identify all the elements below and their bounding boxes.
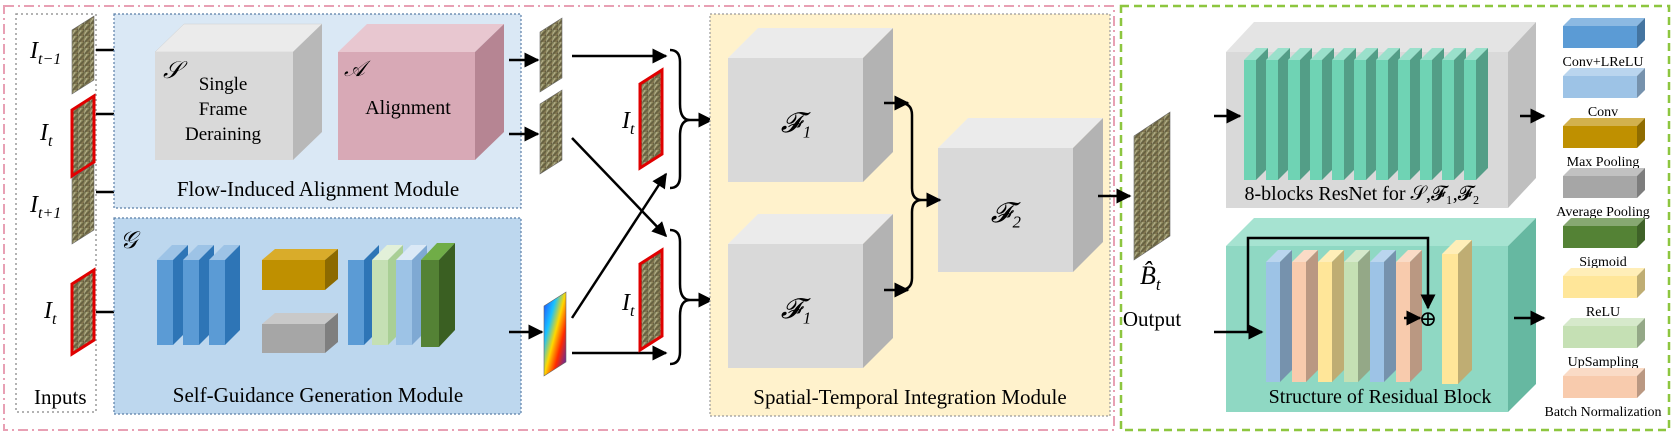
guidance-max-pooling	[262, 249, 338, 290]
output-caption: Output	[1123, 307, 1182, 331]
residual-layer	[1266, 250, 1292, 382]
detail-border	[1119, 4, 1671, 432]
resnet-block	[1464, 48, 1488, 180]
legend-label: UpSampling	[1568, 355, 1639, 370]
integration-module-caption: Spatial-Temporal Integration Module	[753, 385, 1066, 409]
f1-bottom-label: 𝓕₁	[781, 294, 811, 325]
guidance-module-caption: Self-Guidance Generation Module	[173, 383, 463, 407]
legend-swatch	[1563, 168, 1645, 198]
alignment-block	[338, 24, 504, 160]
legend-label: Sigmoid	[1579, 255, 1626, 270]
inputs-border	[15, 13, 97, 413]
f1-bottom-block	[728, 214, 893, 368]
residual-layers	[1266, 240, 1472, 384]
single-frame-line-2: Frame	[199, 99, 248, 120]
input-label-current: It	[39, 120, 53, 150]
arrow-map-to-top-group	[570, 172, 668, 319]
resnet-block	[1442, 48, 1466, 180]
single-frame-line-1: Single	[199, 74, 248, 95]
resnet-blocks	[1244, 48, 1488, 180]
inputs-caption: Inputs	[34, 385, 87, 409]
input-frame-current	[70, 93, 96, 179]
group-frame-current-top	[638, 67, 664, 171]
input-frame-current-guidance	[70, 267, 96, 357]
group-frame-current-bottom	[638, 247, 664, 353]
resnet-block	[1266, 48, 1290, 180]
resnet-block	[1288, 48, 1312, 180]
residual-layer	[1370, 250, 1396, 382]
aligned-frame-next	[539, 89, 563, 175]
resnet-block	[1332, 48, 1356, 180]
legend-swatch	[1563, 118, 1645, 148]
guidance-average-pooling	[262, 313, 338, 353]
f1-top-label: 𝓕₁	[781, 108, 811, 139]
residual-layer	[1318, 250, 1344, 382]
legend-label: Conv+LReLU	[1563, 55, 1644, 70]
single-frame-line-3: Deraining	[185, 124, 261, 145]
resnet-block	[1354, 48, 1378, 180]
legend-swatch	[1563, 18, 1645, 48]
alignment-label: Alignment	[365, 97, 451, 119]
legend-swatch	[1563, 268, 1645, 298]
resnet-block	[1398, 48, 1422, 180]
legend-swatch	[1563, 318, 1645, 348]
legend-swatch	[1563, 68, 1645, 98]
f1-top-block	[728, 28, 893, 182]
guidance-symbol: 𝒢	[120, 228, 141, 254]
aligned-frame-prev	[539, 17, 563, 93]
output-symbol: B̂t	[1140, 261, 1162, 294]
legend-label: Batch Normalization	[1544, 405, 1661, 420]
resnet-block	[1420, 48, 1444, 180]
resnet-block	[1310, 48, 1334, 180]
input-label-next: It+1	[29, 192, 61, 222]
input-frame-prev	[71, 15, 95, 95]
group-label-top: It	[621, 108, 635, 138]
legend-label: Average Pooling	[1556, 205, 1649, 220]
resnet-caption: 8-blocks ResNet for 𝒮,𝓕₁,𝓕₂	[1244, 183, 1479, 205]
legend-swatch	[1563, 218, 1645, 248]
group-label-bottom: It	[621, 290, 635, 320]
legend-label: Conv	[1588, 105, 1618, 120]
legend-label: Max Pooling	[1567, 155, 1640, 170]
arrow-next-to-bottom-group	[571, 137, 668, 238]
residual-layer	[1292, 250, 1318, 382]
output-frame	[1133, 111, 1171, 261]
input-label-prev: It−1	[29, 38, 61, 68]
residual-caption: Structure of Residual Block	[1269, 386, 1492, 408]
f2-block	[938, 118, 1103, 272]
input-label-current-guidance: It	[43, 298, 57, 328]
legend-label: ReLU	[1586, 305, 1620, 320]
resnet-block	[1376, 48, 1400, 180]
residual-skip-line	[1246, 236, 1436, 332]
residual-relu-layer	[1442, 240, 1472, 384]
brace-top	[669, 48, 691, 190]
legend-swatch	[1563, 368, 1645, 398]
residual-sum-symbol: ⊕	[1419, 306, 1437, 331]
brace-bottom	[669, 228, 691, 366]
alignment-module-caption: Flow-Induced Alignment Module	[177, 177, 459, 201]
pipeline-border	[3, 5, 1115, 431]
resnet-block	[1244, 48, 1268, 180]
guidance-conv-layers	[157, 245, 240, 345]
residual-layer	[1344, 250, 1370, 382]
input-frame-next	[71, 163, 95, 245]
guidance-map	[543, 291, 567, 377]
f2-label: 𝓕₂	[991, 198, 1022, 229]
guidance-upsample-layers	[348, 243, 455, 347]
single-frame-deraining-block	[154, 23, 323, 160]
